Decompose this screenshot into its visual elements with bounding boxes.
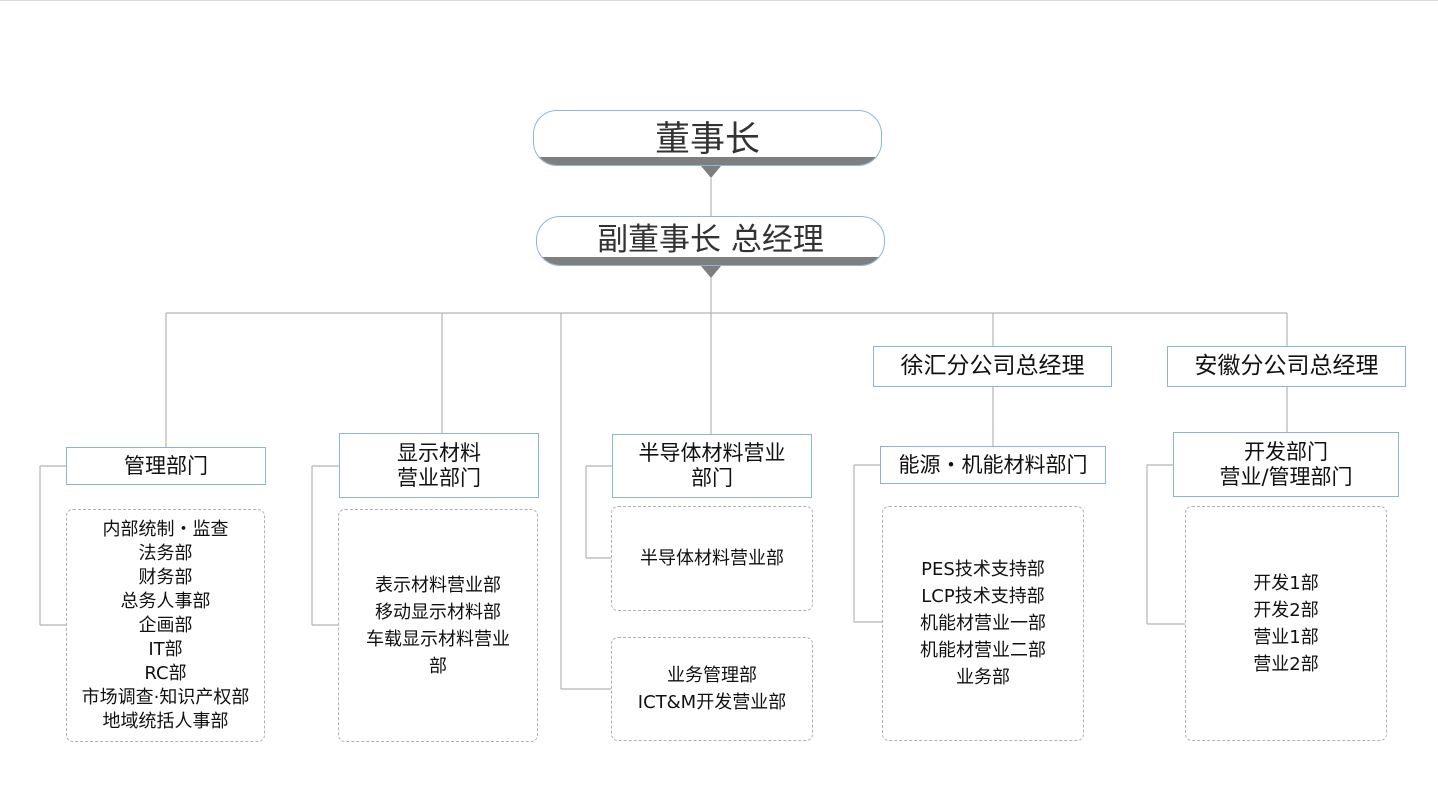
chairman-label: 董事长 bbox=[654, 120, 760, 160]
energy-subdept-list: PES技术支持部 LCP技术支持部 机能材营业一部 机能材营业二部 业务部 bbox=[882, 506, 1084, 741]
display-dept-title-line-2: 营业部门 bbox=[397, 465, 481, 490]
display-dept-node: 显示材料 营业部门 bbox=[339, 433, 539, 498]
list-item: ICT&M开发营业部 bbox=[637, 692, 787, 713]
list-item: 业务部 bbox=[956, 667, 1010, 688]
list-item: 总务人事部 bbox=[120, 590, 211, 612]
energy-dept-node: 能源・机能材料部门 bbox=[880, 446, 1106, 484]
list-item: 开发2部 bbox=[1253, 599, 1319, 621]
dev-dept-title-line-2: 营业/管理部门 bbox=[1219, 464, 1353, 489]
list-item: 车载显示材料营业 bbox=[366, 628, 510, 650]
display-dept-title-line-1: 显示材料 bbox=[397, 440, 481, 465]
list-item: PES技术支持部 bbox=[921, 559, 1045, 580]
list-item: 机能材营业一部 bbox=[920, 613, 1046, 634]
xuhui-branch-manager-label: 徐汇分公司总经理 bbox=[900, 353, 1085, 379]
list-item: 市场调查·知识产权部 bbox=[81, 686, 250, 708]
dev-dept-node: 开发部门 营业/管理部门 bbox=[1173, 432, 1399, 497]
dev-dept-title-line-1: 开发部门 bbox=[1244, 439, 1328, 464]
list-item: 业务管理部 bbox=[667, 665, 757, 686]
anhui-branch-manager-node: 安徽分公司总经理 bbox=[1167, 346, 1406, 387]
semi-dept-node: 半导体材料营业 部门 bbox=[612, 434, 812, 498]
xuhui-branch-manager-node: 徐汇分公司总经理 bbox=[873, 346, 1112, 387]
list-item: 半导体材料营业部 bbox=[640, 548, 784, 569]
chairman-node: 董事长 bbox=[533, 110, 882, 166]
list-item: 地域统括人事部 bbox=[102, 710, 229, 732]
anhui-branch-manager-label: 安徽分公司总经理 bbox=[1194, 353, 1379, 379]
list-item: LCP技术支持部 bbox=[921, 586, 1045, 607]
list-item: 移动显示材料部 bbox=[375, 601, 501, 623]
list-item: 营业1部 bbox=[1253, 626, 1319, 648]
list-item: 企画部 bbox=[138, 614, 193, 636]
list-item: 机能材营业二部 bbox=[920, 640, 1046, 661]
semi-subdept-list-2: 业务管理部 ICT&M开发营业部 bbox=[611, 637, 813, 741]
list-item: 内部统制・监查 bbox=[102, 518, 229, 540]
semi-dept-title-line-1: 半导体材料营业 bbox=[638, 441, 786, 465]
list-item: 开发1部 bbox=[1253, 572, 1319, 594]
top-border bbox=[0, 0, 1438, 1]
vice-chairman-label: 副董事长 总经理 bbox=[597, 222, 824, 258]
display-subdept-list: 表示材料营业部 移动显示材料部 车载显示材料营业 部 bbox=[338, 509, 538, 742]
list-item: 表示材料营业部 bbox=[375, 574, 501, 596]
admin-dept-title: 管理部门 bbox=[124, 453, 208, 478]
semi-dept-title-line-2: 部门 bbox=[691, 466, 733, 490]
admin-dept-node: 管理部门 bbox=[66, 447, 266, 485]
list-item: 部 bbox=[429, 655, 447, 677]
semi-subdept-list: 半导体材料营业部 bbox=[611, 506, 813, 611]
list-item: RC部 bbox=[144, 662, 187, 684]
vice-chairman-bar bbox=[537, 257, 884, 265]
list-item: 营业2部 bbox=[1253, 653, 1319, 675]
list-item: 财务部 bbox=[138, 566, 193, 588]
chairman-bar bbox=[534, 157, 881, 165]
list-item: IT部 bbox=[148, 638, 183, 660]
dev-subdept-list: 开发1部 开发2部 营业1部 营业2部 bbox=[1185, 506, 1387, 741]
vice-chairman-node: 副董事长 总经理 bbox=[536, 216, 885, 266]
energy-dept-title: 能源・机能材料部门 bbox=[898, 452, 1088, 477]
list-item: 法务部 bbox=[138, 542, 193, 564]
admin-subdept-list: 内部统制・监查 法务部 财务部 总务人事部 企画部 IT部 RC部 市场调查·知… bbox=[66, 509, 265, 742]
